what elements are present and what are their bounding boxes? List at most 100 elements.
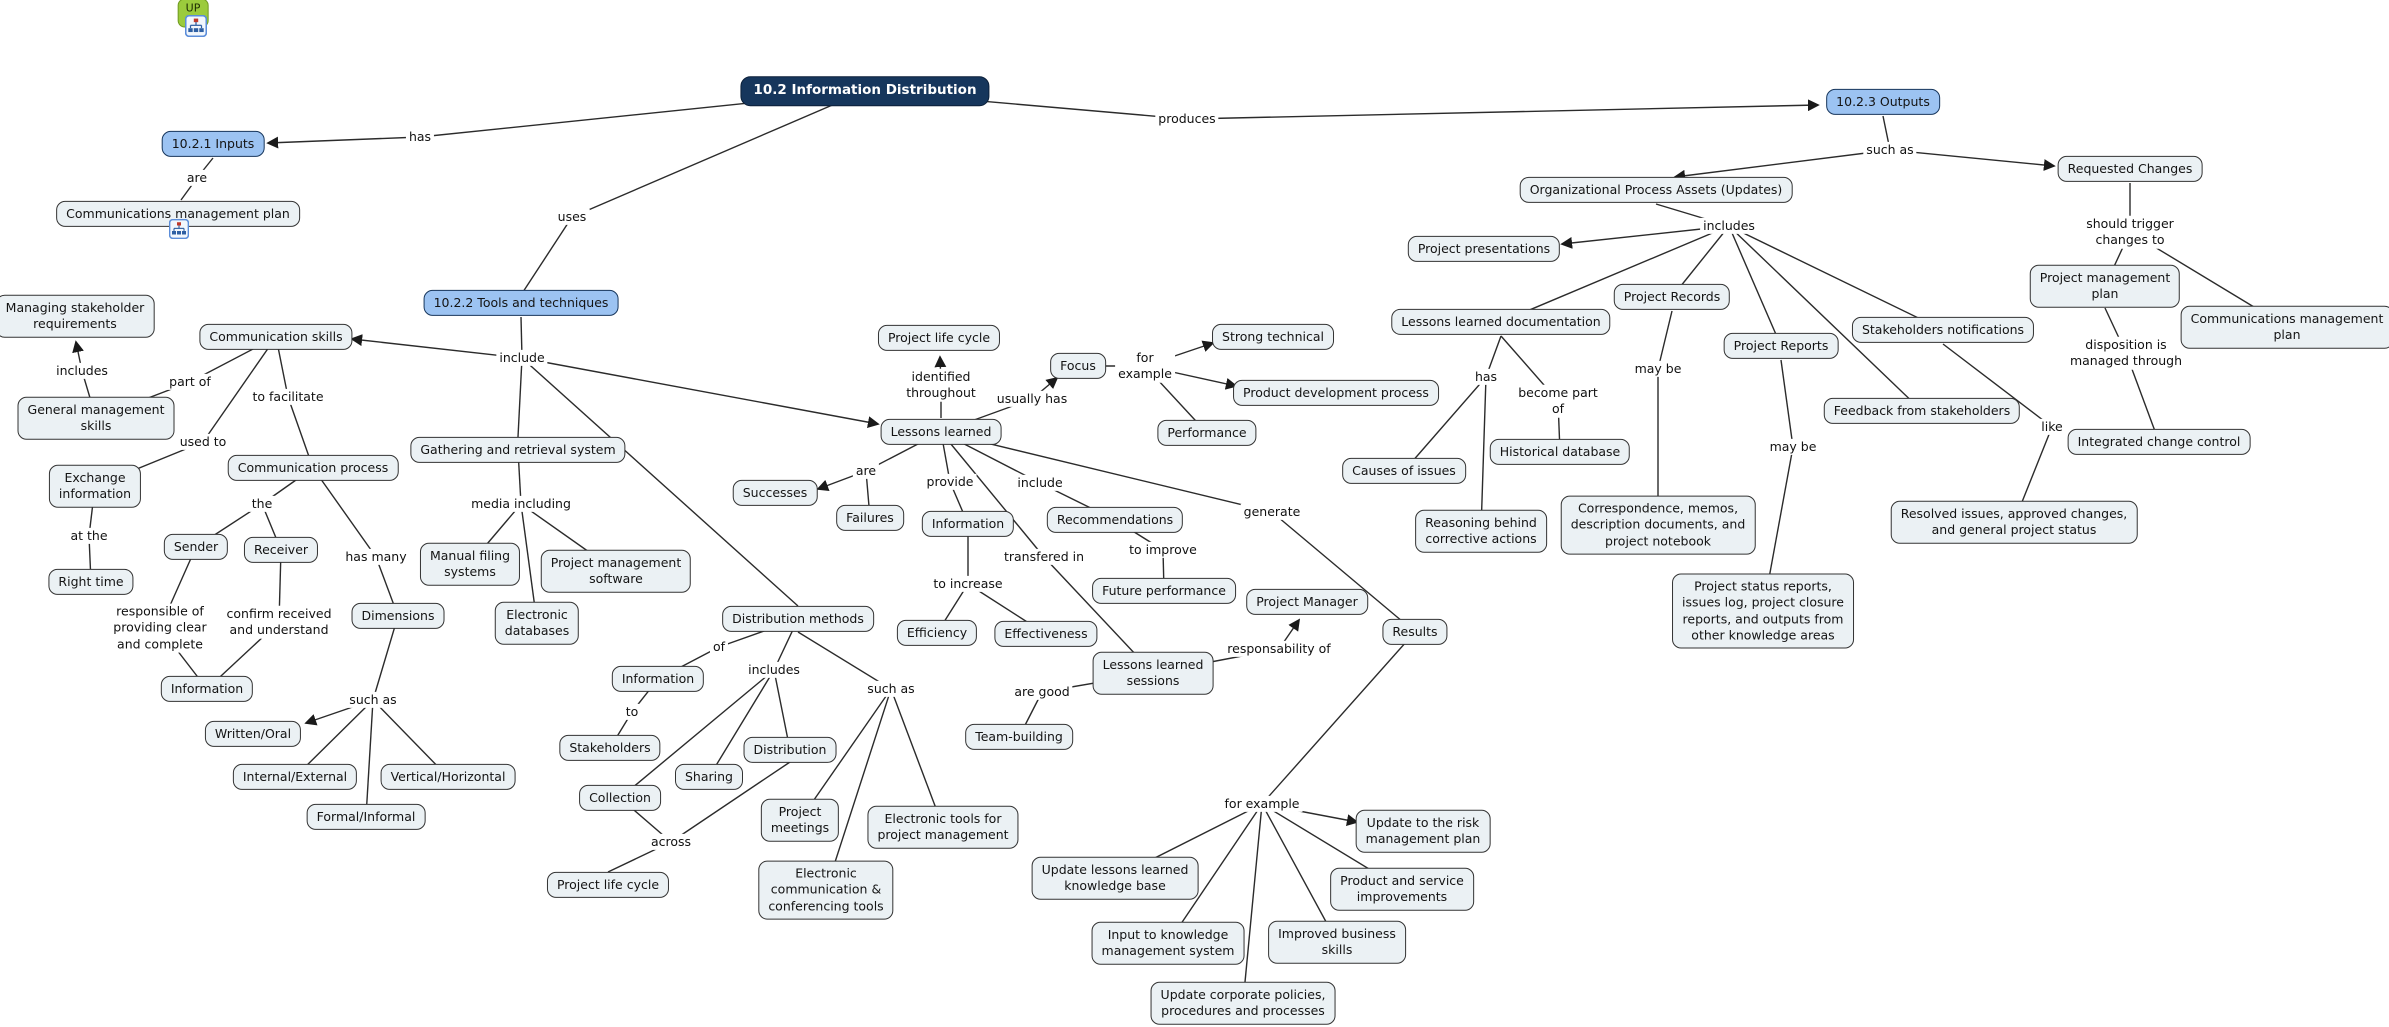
node-dist-methods[interactable]: Distribution methods [722,605,874,633]
edge-label-respons[interactable]: responsability of [1224,640,1334,658]
node-internal-external[interactable]: Internal/External [232,763,358,791]
edge-label-uses[interactable]: uses [554,208,590,226]
edge-label-maybe2[interactable]: may be [1766,438,1820,456]
node-lessons-docs[interactable]: Lessons learned documentation [1391,308,1611,336]
node-receiver[interactable]: Receiver [243,536,319,564]
edge-label-the[interactable]: the [248,495,276,513]
node-causes-issues[interactable]: Causes of issues [1342,457,1466,485]
node-manual-filing[interactable]: Manual filing systems [419,542,521,586]
edge-label-usuallyhas[interactable]: usually has [993,390,1071,408]
node-stakeholders-notif[interactable]: Stakeholders notifications [1851,316,2035,344]
node-lessons-sessions[interactable]: Lessons learned sessions [1092,651,1214,695]
comm-plan-map-icon[interactable] [168,218,190,243]
node-feedback[interactable]: Feedback from stakeholders [1823,397,2021,425]
edge-label-generate[interactable]: generate [1240,503,1304,521]
edge-label-forex-focus[interactable]: for example [1115,349,1175,383]
edge-label-becomepart[interactable]: become part of [1515,384,1601,418]
node-opa[interactable]: Organizational Process Assets (Updates) [1519,176,1793,204]
node-focus[interactable]: Focus [1050,352,1106,380]
edge-label-produces[interactable]: produces [1155,110,1219,128]
up-map-icon[interactable] [184,14,208,41]
edge-label-respof[interactable]: responsible of providing clear and compl… [110,603,210,653]
node-requested-changes[interactable]: Requested Changes [2057,155,2203,183]
edge-label-usedto[interactable]: used to [176,433,230,451]
node-project-meetings[interactable]: Project meetings [760,798,840,842]
node-project-records[interactable]: Project Records [1613,283,1731,311]
node-gathering[interactable]: Gathering and retrieval system [410,436,626,464]
node-dimensions[interactable]: Dimensions [351,602,445,630]
edge-label-are2[interactable]: are [852,462,880,480]
node-written-oral[interactable]: Written/Oral [204,720,302,748]
edge-label-shouldtrigger[interactable]: should trigger changes to [2083,215,2177,249]
node-information-left[interactable]: Information [160,675,254,703]
edge-label-includes-dm[interactable]: includes [745,661,803,679]
node-outputs[interactable]: 10.2.3 Outputs [1826,88,1940,116]
node-pm-software[interactable]: Project management software [540,549,692,593]
edge-label-confirm[interactable]: confirm received and understand [223,605,335,639]
node-product-service[interactable]: Product and service improvements [1330,867,1474,911]
edge-label-has1[interactable]: has [405,128,435,146]
node-gen-mgmt[interactable]: General management skills [17,396,175,440]
node-elec-comm-conf[interactable]: Electronic communication & conferencing … [758,860,894,920]
edge-label-disposition[interactable]: disposition is managed through [2066,336,2186,370]
node-strong-technical[interactable]: Strong technical [1212,323,1334,351]
edge-label-transfered[interactable]: transfered in [1000,548,1088,566]
edge-label-suchas-dim[interactable]: such as [346,691,400,709]
node-team-building[interactable]: Team-building [965,723,1073,751]
node-stakeholders[interactable]: Stakeholders [559,734,661,762]
node-sharing[interactable]: Sharing [675,763,743,791]
edge-label-include-tools[interactable]: include [496,349,548,367]
edge-label-partof[interactable]: part of [166,373,214,391]
edge-label-include2[interactable]: include [1014,474,1066,492]
node-performance[interactable]: Performance [1157,419,1257,447]
edge-label-media[interactable]: media including [468,495,574,513]
edge-label-identified[interactable]: identified throughout [903,368,979,402]
edge-label-of[interactable]: of [709,638,729,656]
node-recommendations[interactable]: Recommendations [1046,506,1184,534]
node-comm-process[interactable]: Communication process [227,454,399,482]
node-historical-db[interactable]: Historical database [1489,438,1631,466]
node-project-presentations[interactable]: Project presentations [1407,235,1561,263]
node-comm-skills[interactable]: Communication skills [199,323,353,351]
edge-label-includes-msr[interactable]: includes [53,362,111,380]
node-information-center[interactable]: Information [921,510,1015,538]
node-right-time[interactable]: Right time [48,568,134,596]
edge-label-maybe1[interactable]: may be [1631,360,1685,378]
node-lessons-learned[interactable]: Lessons learned [880,418,1002,446]
node-sender[interactable]: Sender [163,533,229,561]
edge-label-toincrease[interactable]: to increase [930,575,1006,593]
node-information-dm[interactable]: Information [611,665,705,693]
edge-label-to[interactable]: to [622,703,642,721]
node-comm-plan-right[interactable]: Communications management plan [2180,305,2389,349]
node-product-dev[interactable]: Product development process [1233,379,1439,407]
edge-label-atthe[interactable]: at the [67,527,111,545]
edge-label-includes-opa[interactable]: includes [1700,217,1758,235]
node-results[interactable]: Results [1382,618,1448,646]
edge-label-forex-results[interactable]: for example [1221,795,1303,813]
edge-label-aregood[interactable]: are good [1011,683,1073,701]
node-correspondence[interactable]: Correspondence, memos, description docum… [1560,495,1756,555]
node-managing-stakeholder[interactable]: Managing stakeholder requirements [0,294,155,338]
node-collection[interactable]: Collection [579,784,661,812]
edge-label-are1[interactable]: are [183,169,211,187]
edge-label-across[interactable]: across [647,833,695,851]
edge-label-suchas-dm[interactable]: such as [864,680,918,698]
node-exchange-info[interactable]: Exchange information [48,464,142,508]
node-inputs[interactable]: 10.2.1 Inputs [161,130,265,158]
edge-label-suchas-out[interactable]: such as [1863,141,1917,159]
node-update-corporate[interactable]: Update corporate policies, procedures an… [1150,981,1336,1025]
node-integrated-change[interactable]: Integrated change control [2067,428,2251,456]
edge-label-tofacilitate[interactable]: to facilitate [249,388,327,406]
node-improved-business[interactable]: Improved business skills [1268,920,1406,964]
node-plc-bottom[interactable]: Project life cycle [546,871,670,899]
node-future-performance[interactable]: Future performance [1092,577,1236,605]
edge-label-hasmany[interactable]: has many [342,548,410,566]
node-title[interactable]: 10.2 Information Distribution [740,76,990,106]
node-project-reports[interactable]: Project Reports [1723,332,1839,360]
edge-label-provide[interactable]: provide [923,473,977,491]
node-successes[interactable]: Successes [732,479,818,507]
node-distribution[interactable]: Distribution [743,736,837,764]
node-resolved-issues[interactable]: Resolved issues, approved changes, and g… [1890,500,2138,544]
node-input-knowledge[interactable]: Input to knowledge management system [1091,921,1245,965]
node-project-manager[interactable]: Project Manager [1246,588,1368,616]
